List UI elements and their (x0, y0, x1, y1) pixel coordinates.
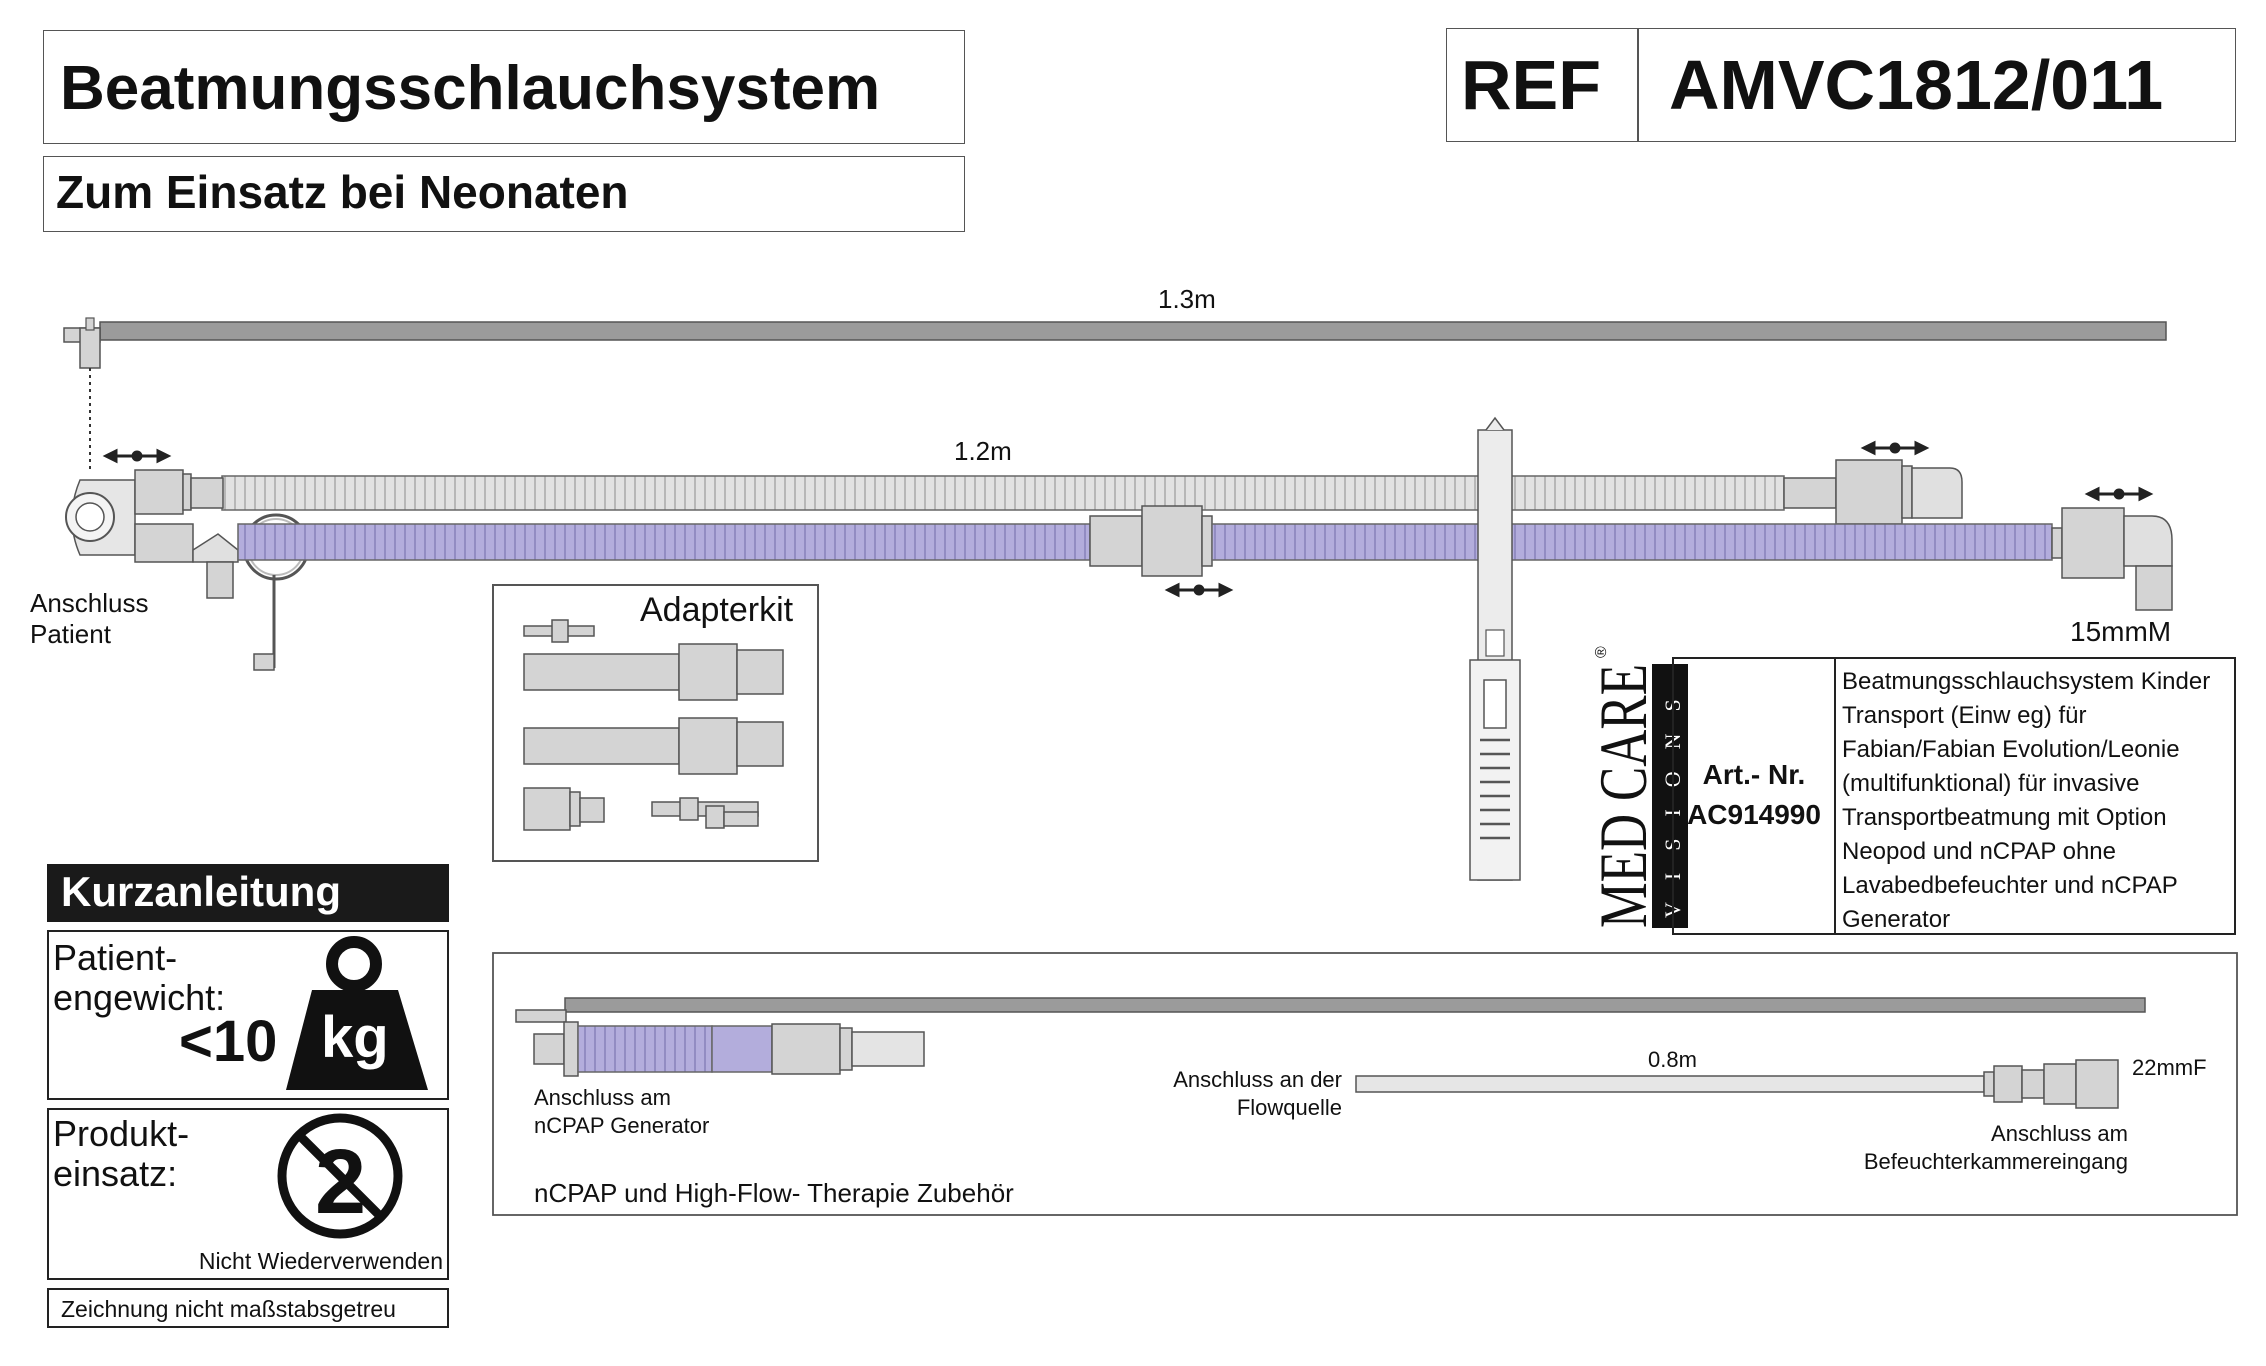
weight-unit: kg (321, 1005, 389, 1070)
temperature-probe (1469, 416, 1521, 881)
usage-panel: Produkt- einsatz: 2 Nicht Wiederverwende… (47, 1108, 449, 1280)
title-box: Beatmungsschlauchsystem (43, 30, 965, 144)
kg-weight-icon (286, 936, 428, 1090)
accessory-connector-label: 22mmF (2132, 1055, 2207, 1080)
adapterkit-parts (523, 619, 784, 831)
arrow-middle (1164, 582, 1234, 598)
flow-source-label: Anschluss an der Flowquelle (1173, 1067, 1342, 1120)
purple-tube-right (1211, 523, 2053, 561)
accessory-caption: nCPAP und High-Flow- Therapie Zubehör (534, 1178, 1014, 1208)
weight-panel: Patient- engewicht: <10 kg (47, 930, 449, 1100)
usage-text: Nicht Wiederverwenden (198, 1248, 443, 1274)
lower-right-elbow (2051, 507, 2173, 611)
page-title: Beatmungsschlauchsystem (60, 54, 881, 123)
middle-connector (1089, 505, 1213, 577)
upper-right-elbow (1835, 459, 1963, 525)
subtitle-box: Zum Einsatz bei Neonaten (43, 156, 965, 232)
length-top-label: 1.3m (1158, 284, 1216, 314)
patient-y-piece (65, 469, 310, 671)
ncpap-tube (515, 1009, 925, 1077)
ref-box: REF AMVC1812/011 (1446, 28, 2236, 142)
article-number: AC914990 (1687, 799, 1821, 830)
weight-label: Patient- engewicht: (53, 937, 226, 1018)
do-not-reuse-icon (277, 1113, 403, 1239)
arrow-patient (102, 448, 172, 464)
tube-1-3m (99, 321, 2167, 341)
purple-tube-left (237, 523, 1091, 561)
page-subtitle: Zum Einsatz bei Neonaten (56, 166, 629, 218)
arrow-upper-right (1860, 440, 1930, 456)
patient-connection-label: Anschluss Patient (30, 588, 149, 649)
weight-value: <10 (179, 1009, 278, 1074)
article-label: Art.- Nr. (1702, 759, 1806, 790)
usage-label: Produkt- einsatz: (53, 1113, 190, 1194)
brand-registered: ® (1593, 646, 1610, 658)
humidifier-label: Anschluss am Befeuchterkammereingang (1863, 1121, 2128, 1174)
top-line-connector (63, 317, 101, 369)
guide-heading: Kurzanleitung (47, 864, 449, 922)
flow-tube (1355, 1059, 2119, 1109)
right-connector-label: 15mmM (2070, 616, 2172, 647)
arrow-lower-right (2084, 486, 2154, 502)
length-main-label: 1.2m (954, 436, 1012, 466)
ref-label: REF (1461, 46, 1601, 124)
ref-number: AMVC1812/011 (1669, 46, 2164, 124)
article-table: Art.- Nr. AC914990 Beatmungsschlauchsyst… (1672, 657, 2236, 935)
accessory-long-line (564, 997, 2146, 1013)
scale-note-box: Zeichnung nicht maßstabsgetreu (47, 1288, 449, 1328)
accessory-length-label: 0.8m (1648, 1047, 1697, 1072)
scale-note: Zeichnung nicht maßstabsgetreu (61, 1296, 396, 1322)
ref-divider (1637, 29, 1639, 141)
brand-name: MED CARE (1585, 664, 1661, 928)
usage-symbol: 2 (315, 1131, 367, 1233)
article-divider (1834, 659, 1836, 933)
ncpap-connection-label: Anschluss am nCPAP Generator (534, 1085, 710, 1138)
grey-corrugated-tube (221, 475, 1785, 511)
adapterkit-title: Adapterkit (640, 591, 794, 629)
article-description: Beatmungsschlauchsystem Kinder Transport… (1842, 668, 2211, 933)
